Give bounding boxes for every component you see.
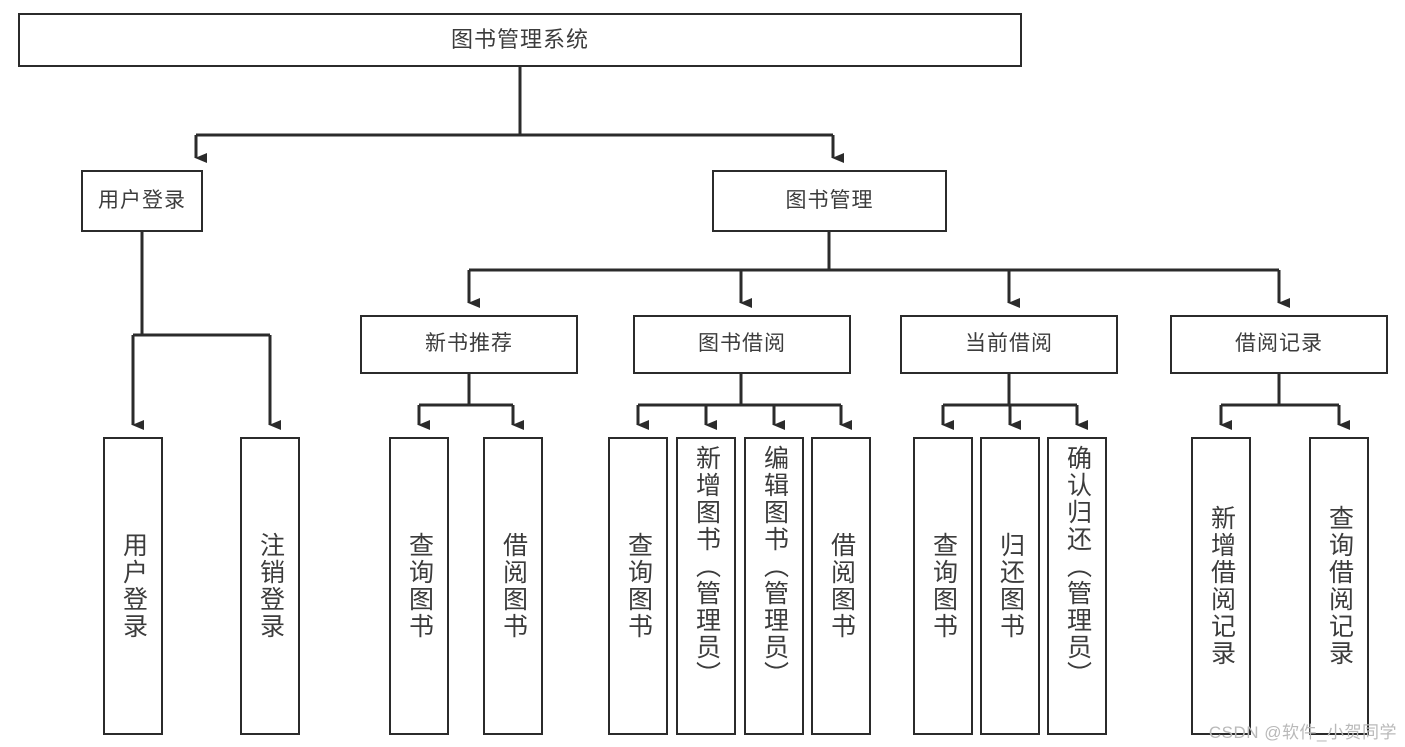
leaf-book-borrow-edit: 编辑图书（管理员） bbox=[744, 437, 804, 735]
node-label: 借阅图书 bbox=[499, 532, 528, 640]
node-label: 借阅记录 bbox=[1235, 332, 1323, 356]
node-label: 注销登录 bbox=[256, 532, 285, 640]
node-label: 新增图书（管理员） bbox=[692, 445, 721, 688]
leaf-borrow-record-add: 新增借阅记录 bbox=[1191, 437, 1251, 735]
node-root-system: 图书管理系统 bbox=[18, 13, 1022, 67]
node-label: 用户登录 bbox=[119, 532, 148, 640]
node-label: 编辑图书（管理员） bbox=[760, 445, 789, 688]
leaf-user-login-login: 用户登录 bbox=[103, 437, 163, 735]
node-borrow-record: 借阅记录 bbox=[1170, 315, 1388, 374]
leaf-current-borrow-confirm-return: 确认归还（管理员） bbox=[1047, 437, 1107, 735]
node-label: 新书推荐 bbox=[425, 332, 513, 356]
leaf-current-borrow-query: 查询图书 bbox=[913, 437, 973, 735]
node-label: 查询图书 bbox=[624, 532, 653, 640]
node-label: 图书管理系统 bbox=[450, 27, 589, 53]
leaf-book-borrow-add: 新增图书（管理员） bbox=[676, 437, 736, 735]
leaf-book-borrow-query: 查询图书 bbox=[608, 437, 668, 735]
node-label: 新增借阅记录 bbox=[1207, 505, 1236, 667]
node-label: 查询图书 bbox=[405, 532, 434, 640]
csdn-watermark: CSDN @软件_小贺同学 bbox=[1208, 723, 1397, 742]
leaf-borrow-record-query: 查询借阅记录 bbox=[1309, 437, 1369, 735]
node-book-borrow: 图书借阅 bbox=[633, 315, 851, 374]
leaf-current-borrow-return: 归还图书 bbox=[980, 437, 1040, 735]
node-label: 归还图书 bbox=[996, 532, 1025, 640]
node-user-login: 用户登录 bbox=[81, 170, 203, 232]
node-current-borrow: 当前借阅 bbox=[900, 315, 1118, 374]
node-label: 图书管理 bbox=[785, 188, 874, 212]
leaf-new-book-borrow: 借阅图书 bbox=[483, 437, 543, 735]
leaf-book-borrow-borrow: 借阅图书 bbox=[811, 437, 871, 735]
leaf-user-login-logout: 注销登录 bbox=[240, 437, 300, 735]
node-label: 借阅图书 bbox=[827, 532, 856, 640]
node-label: 确认归还（管理员） bbox=[1063, 445, 1092, 688]
node-label: 查询图书 bbox=[929, 532, 958, 640]
leaf-new-book-query: 查询图书 bbox=[389, 437, 449, 735]
node-book-management: 图书管理 bbox=[712, 170, 947, 232]
node-label: 用户登录 bbox=[98, 188, 186, 212]
node-new-book-recommend: 新书推荐 bbox=[360, 315, 578, 374]
node-label: 当前借阅 bbox=[965, 332, 1053, 356]
node-label: 图书借阅 bbox=[698, 332, 786, 356]
node-label: 查询借阅记录 bbox=[1325, 505, 1354, 667]
